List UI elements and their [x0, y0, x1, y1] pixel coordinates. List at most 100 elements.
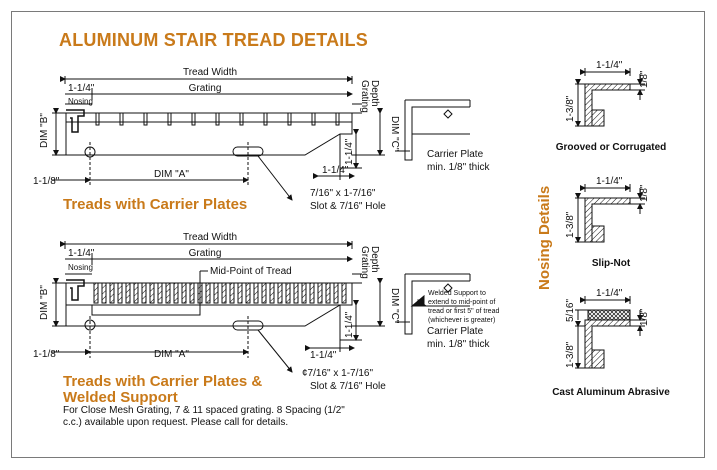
- grating-bar: [181, 282, 187, 304]
- grating-bar: [141, 282, 147, 304]
- top-nosing-width-label: 1-1/4": [68, 83, 95, 94]
- grating-bar: [239, 112, 244, 126]
- grating-bar: [309, 282, 315, 304]
- top-section-title: Treads with Carrier Plates: [63, 196, 248, 213]
- cast-width-label: 1-1/4": [596, 288, 623, 299]
- bot-nosing-width-label: 1-1/4": [68, 248, 95, 259]
- cast-top-label: 5/16": [565, 299, 576, 322]
- footnote: For Close Mesh Grating, 7 & 11 spaced gr…: [63, 405, 345, 428]
- bot-slot-label-2: Slot & 7/16" Hole: [310, 381, 386, 392]
- grating-bar: [167, 112, 172, 126]
- grating-bar: [221, 282, 227, 304]
- bot-carrier-label-1: Carrier Plate: [427, 326, 484, 337]
- bot-dim-b-label: DIM "B": [39, 285, 50, 320]
- grating-bar: [245, 282, 251, 304]
- top-nosing-label: Nosing: [68, 97, 93, 106]
- top-carrier-label-1: Carrier Plate: [427, 149, 484, 160]
- grating-bar: [109, 282, 115, 304]
- grating-bar: [325, 282, 331, 304]
- top-grating-depth-label-2: Depth: [369, 80, 380, 107]
- slipnot-nosing-profile: [575, 184, 645, 243]
- cast-caption: Cast Aluminum Abrasive: [552, 387, 670, 398]
- grating-bar: [95, 112, 100, 126]
- bottom-section-title-line2: Welded Support: [63, 389, 178, 406]
- grating-bar: [143, 112, 148, 126]
- grating-bar: [117, 282, 123, 304]
- grating-bar: [335, 112, 340, 126]
- grating-bar: [263, 112, 268, 126]
- drawing-frame: [11, 11, 705, 458]
- grooved-caption: Grooved or Corrugated: [556, 142, 667, 153]
- grating-bar: [93, 282, 99, 304]
- grooved-thickness-label: 1/8": [639, 70, 650, 88]
- grating-bar: [125, 282, 131, 304]
- slipnot-caption: Slip-Not: [592, 258, 631, 269]
- grating-bar: [149, 282, 155, 304]
- bot-dim-c-label: DIM "C": [389, 288, 400, 324]
- top-dim-c-label: DIM "C": [389, 116, 400, 152]
- cast-height-label: 1-3/8": [565, 341, 576, 368]
- grating-bar: [261, 282, 267, 304]
- top-tread-width-label: Tread Width: [183, 67, 237, 78]
- grating-bar: [285, 282, 291, 304]
- bot-welded-label-1: Welded Support to: [428, 290, 486, 297]
- bot-tread-width-label: Tread Width: [183, 232, 237, 243]
- grating-bar: [293, 282, 299, 304]
- grating-bar: [301, 282, 307, 304]
- bot-mid-point-label: Mid-Point of Tread: [210, 266, 292, 277]
- grooved-nosing-profile: [575, 68, 645, 127]
- grating-bar: [333, 282, 339, 304]
- grating-bar: [157, 282, 163, 304]
- top-slot-label-1: 7/16" x 1-7/16": [310, 188, 376, 199]
- grating-bar: [205, 282, 211, 304]
- grating-bar: [341, 282, 347, 304]
- bot-slot-label-1: ¢7/16" x 1-7/16": [302, 368, 373, 379]
- bot-right-vertical-label: 1-1/4": [344, 311, 355, 338]
- top-dim-a-label: DIM "A": [154, 169, 189, 180]
- grating-bar: [287, 112, 292, 126]
- grooved-width-label: 1-1/4": [596, 60, 623, 71]
- grating-bar: [189, 282, 195, 304]
- grating-bar: [317, 282, 323, 304]
- grating-bar: [253, 282, 259, 304]
- grating-bar: [133, 282, 139, 304]
- grating-bar: [191, 112, 196, 126]
- page-title: ALUMINUM STAIR TREAD DETAILS: [59, 30, 368, 50]
- bot-welded-label-2: extend to mid-point of: [428, 299, 495, 306]
- grating-bar: [101, 282, 107, 304]
- top-right-horizontal-label: 1-1/4": [322, 165, 349, 176]
- top-grating-depth-label-1: Grating: [359, 80, 370, 113]
- nosing-details-heading: Nosing Details: [536, 186, 553, 290]
- grating-bar: [311, 112, 316, 126]
- bot-welded-label-4: (whichever is greater): [428, 317, 495, 324]
- bot-grating-label: Grating: [189, 248, 222, 259]
- top-slot-label-2: Slot & 7/16" Hole: [310, 201, 386, 212]
- slipnot-thickness-label: 1/8": [639, 184, 650, 202]
- top-tread-diagram: [52, 76, 471, 201]
- bot-welded-label-3: tread or first 5" of tread: [428, 308, 499, 315]
- bottom-tread-diagram: [52, 241, 471, 373]
- grating-bar: [119, 112, 124, 126]
- grooved-height-label: 1-3/8": [565, 95, 576, 122]
- bottom-section-title-line1: Treads with Carrier Plates &: [63, 373, 263, 390]
- grating-bar: [277, 282, 283, 304]
- bot-left-offset-label: 1-1/8": [33, 349, 60, 360]
- bot-grating-depth-label-2: Depth: [369, 246, 380, 273]
- grating-bar: [213, 282, 219, 304]
- slipnot-height-label: 1-3/8": [565, 211, 576, 238]
- grating-bar: [173, 282, 179, 304]
- grating-bar: [237, 282, 243, 304]
- top-left-offset-label: 1-1/8": [33, 176, 60, 187]
- cast-abrasive-nosing-profile: [575, 296, 645, 369]
- grating-bar: [215, 112, 220, 126]
- top-carrier-label-2: min. 1/8" thick: [427, 162, 490, 173]
- bot-grating-depth-label-1: Grating: [359, 246, 370, 279]
- top-dim-b-label: DIM "B": [39, 113, 50, 148]
- bot-carrier-label-2: min. 1/8" thick: [427, 339, 490, 350]
- top-grating-label: Grating: [189, 83, 222, 94]
- grating-bar: [165, 282, 171, 304]
- grating-bar: [269, 282, 275, 304]
- slipnot-width-label: 1-1/4": [596, 176, 623, 187]
- cast-thickness-label: 1/8": [639, 308, 650, 326]
